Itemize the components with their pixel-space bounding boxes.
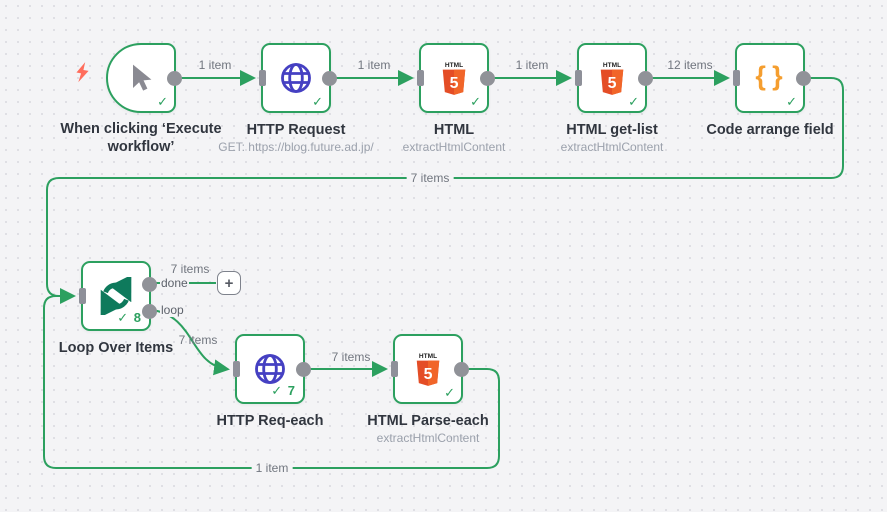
lightning-bolt-icon xyxy=(76,62,89,83)
success-check-icon: ✓ xyxy=(157,94,169,109)
port-label-loop: loop xyxy=(160,303,185,317)
output-port[interactable] xyxy=(796,70,811,86)
node-http-request[interactable]: ✓ xyxy=(259,43,337,113)
success-check-icon: ✓ xyxy=(444,385,456,400)
node-subtitle: extractHtmlContent xyxy=(376,431,480,445)
input-port[interactable] xyxy=(233,361,240,377)
html5-icon: HTML 5 xyxy=(600,62,624,95)
run-count: 7 xyxy=(287,383,296,398)
node-title: When clicking ‘Execute workflow’ xyxy=(60,121,222,156)
node-subtitle: GET: https://blog.future.ad.jp/ xyxy=(218,140,374,154)
success-check-icon: ✓ 7 xyxy=(271,383,296,398)
output-port[interactable] xyxy=(480,70,495,86)
node-title: HTML get-list xyxy=(566,122,658,138)
output-port[interactable] xyxy=(167,70,182,86)
cursor-icon xyxy=(133,64,152,91)
wire-label: 7 items xyxy=(406,171,454,185)
node-html[interactable]: HTML 5 ✓ xyxy=(417,43,495,113)
input-port[interactable] xyxy=(79,288,86,304)
success-check-icon: ✓ xyxy=(470,94,482,109)
node-title: HTTP Request xyxy=(246,122,346,138)
input-port[interactable] xyxy=(575,70,582,86)
node-loop-over-items[interactable]: ✓ 8 xyxy=(79,261,157,331)
html5-icon: HTML 5 xyxy=(416,353,440,386)
output-port[interactable] xyxy=(296,361,311,377)
output-port-done[interactable] xyxy=(142,277,157,292)
node-code-arrange-field[interactable]: { } ✓ xyxy=(733,43,811,113)
wire-label: 12 items xyxy=(667,58,713,72)
wire-label: 1 item xyxy=(515,58,549,72)
svg-text:HTML: HTML xyxy=(603,62,621,69)
add-node-button[interactable]: + xyxy=(217,271,241,295)
wire-label: 1 item xyxy=(198,58,232,72)
curly-braces-icon: { } xyxy=(755,60,785,91)
svg-text:5: 5 xyxy=(424,366,433,383)
html5-icon: HTML 5 xyxy=(442,62,466,95)
node-title: HTML xyxy=(433,122,475,138)
input-port[interactable] xyxy=(733,70,740,86)
wire-label: 1 item xyxy=(251,461,293,475)
wire-label: 7 items xyxy=(170,262,210,276)
node-html-parse-each[interactable]: HTML 5 ✓ xyxy=(391,334,469,404)
cycle-arrows-icon xyxy=(100,277,132,315)
output-port[interactable] xyxy=(638,70,653,86)
run-count: 8 xyxy=(133,310,142,325)
input-port[interactable] xyxy=(417,70,424,86)
svg-text:5: 5 xyxy=(608,75,617,92)
node-http-req-each[interactable]: ✓ 7 xyxy=(233,334,311,404)
output-port-loop[interactable] xyxy=(142,304,157,319)
svg-text:5: 5 xyxy=(450,75,459,92)
output-port[interactable] xyxy=(454,361,469,377)
success-check-icon: ✓ 8 xyxy=(117,310,142,325)
success-check-icon: ✓ xyxy=(628,94,640,109)
node-title: Code arrange field xyxy=(706,122,834,138)
wire-label: 1 item xyxy=(357,58,391,72)
globe-icon xyxy=(281,63,311,93)
node-subtitle: extractHtmlContent xyxy=(402,140,506,154)
globe-icon xyxy=(255,354,285,384)
svg-text:HTML: HTML xyxy=(419,353,437,360)
node-title: Loop Over Items xyxy=(58,340,174,356)
node-title: HTML Parse-each xyxy=(367,413,489,429)
wire-label: 7 items xyxy=(178,333,218,347)
input-port[interactable] xyxy=(391,361,398,377)
svg-text:HTML: HTML xyxy=(445,62,463,69)
node-when-clicking-execute-workflow[interactable]: ✓ xyxy=(106,43,182,113)
port-label-done: done xyxy=(160,276,189,290)
output-port[interactable] xyxy=(322,70,337,86)
success-check-icon: ✓ xyxy=(786,94,798,109)
node-html-get-list[interactable]: HTML 5 ✓ xyxy=(575,43,653,113)
success-check-icon: ✓ xyxy=(312,94,324,109)
wire-label: 7 items xyxy=(331,350,371,364)
input-port[interactable] xyxy=(259,70,266,86)
plus-icon: + xyxy=(224,274,234,292)
node-title: HTTP Req-each xyxy=(216,413,324,429)
node-subtitle: extractHtmlContent xyxy=(560,140,664,154)
